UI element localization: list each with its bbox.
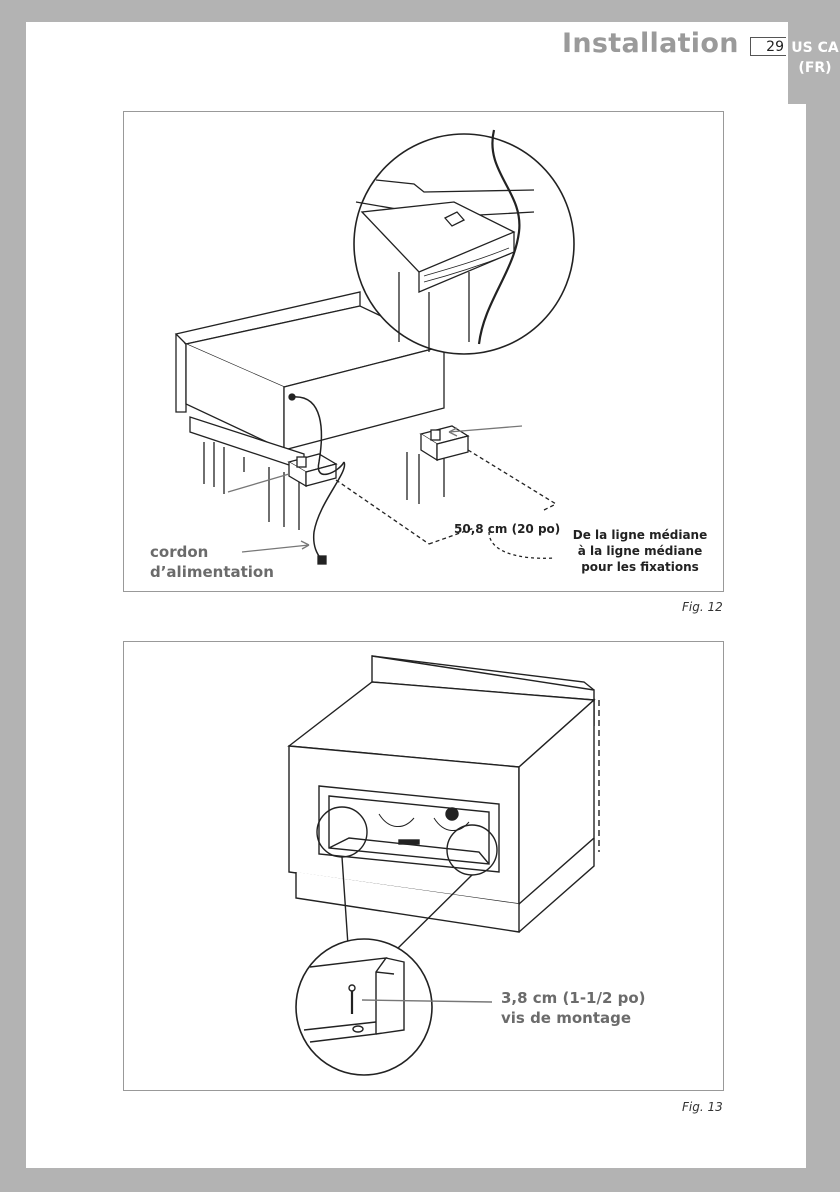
- page-title: Installation: [562, 28, 739, 59]
- centerline-label-line3: pour les fixations: [572, 559, 708, 575]
- centerline-label: De la ligne médiane à la ligne médiane p…: [572, 527, 708, 575]
- figure-13-frame: 3,8 cm (1-1/2 po) vis de montage: [123, 641, 724, 1091]
- figure-12-caption: Fig. 12: [682, 600, 723, 614]
- region-label-line1: US CA: [790, 38, 840, 58]
- cord-label-line1: cordon: [150, 542, 274, 562]
- cord-label-line2: d’alimentation: [150, 562, 274, 582]
- distance-label: 50,8 cm (20 po): [454, 522, 560, 536]
- screw-label-line1: 3,8 cm (1-1/2 po): [501, 988, 646, 1008]
- screw-label-line2: vis de montage: [501, 1008, 646, 1028]
- figure-13-caption: Fig. 13: [682, 1100, 723, 1114]
- centerline-label-line1: De la ligne médiane: [572, 527, 708, 543]
- page-number: 29: [750, 37, 786, 56]
- cord-label: cordon d’alimentation: [150, 542, 274, 582]
- centerline-label-line2: à la ligne médiane: [572, 543, 708, 559]
- screw-label: 3,8 cm (1-1/2 po) vis de montage: [501, 988, 646, 1028]
- figure-12-illustration: [124, 112, 723, 591]
- region-label: US CA (FR): [790, 38, 840, 78]
- region-label-line2: (FR): [790, 58, 840, 78]
- figure-12-frame: cordon d’alimentation 50,8 cm (20 po) De…: [123, 111, 724, 592]
